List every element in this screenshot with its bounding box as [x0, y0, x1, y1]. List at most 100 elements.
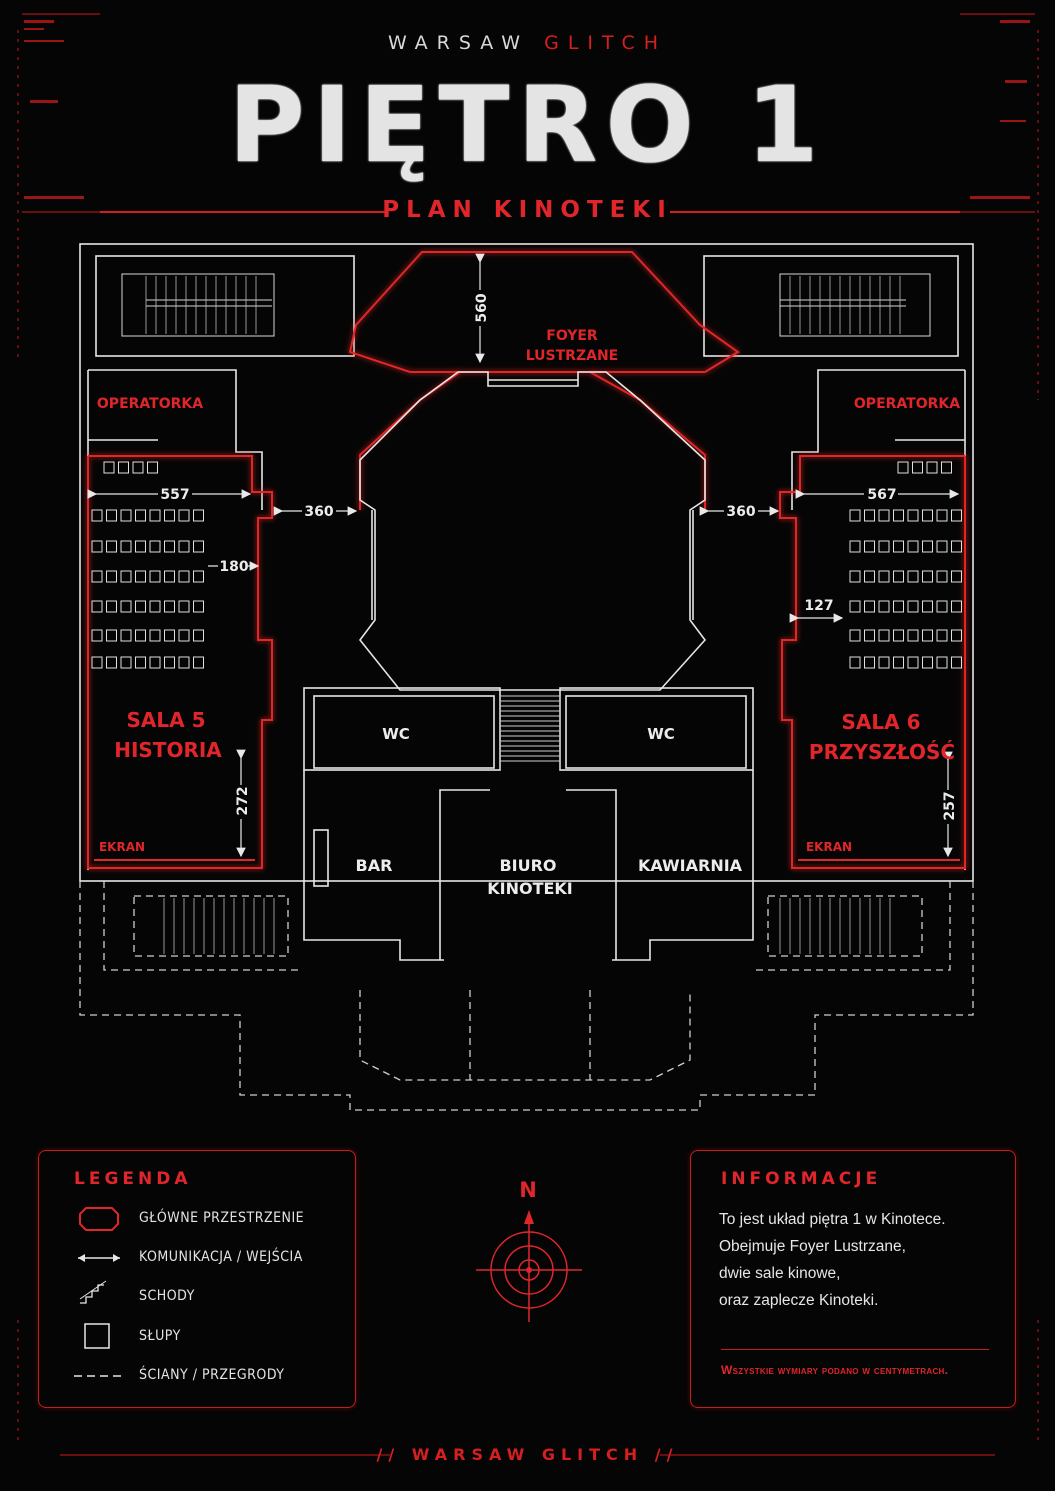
seat-right: [941, 461, 952, 474]
seat-right: [849, 656, 861, 669]
seat-right: [864, 656, 875, 669]
seat-rows: [91, 461, 962, 669]
info-divider: [721, 1349, 989, 1350]
seat-left: [91, 540, 103, 553]
seat-right: [907, 540, 919, 553]
seat-right: [864, 600, 875, 613]
label-kawiarnia: KAWIARNIA: [638, 856, 743, 875]
seat-left: [120, 656, 132, 669]
info-panel: INFORMACJE To jest układ piętra 1 w Kino…: [690, 1150, 1016, 1408]
dashed-line-icon: [74, 1375, 122, 1377]
seat-right: [922, 509, 933, 522]
stairs-icon: [79, 1280, 107, 1304]
seat-left: [178, 600, 190, 613]
label-ekran-right: EKRAN: [806, 840, 852, 854]
seat-left: [178, 656, 190, 669]
seat-left: [193, 656, 204, 669]
seat-left: [91, 570, 103, 583]
seat-right: [951, 600, 962, 613]
seat-right: [912, 461, 923, 474]
brand-warsaw: WARSAW: [387, 32, 530, 54]
seat-left: [120, 570, 132, 583]
seat-left: [149, 629, 161, 642]
seat-right: [922, 600, 933, 613]
compass-north-label: N: [519, 1178, 537, 1202]
seat-left: [193, 600, 204, 613]
label-biuro-2: KINOTEKI: [487, 879, 573, 898]
label-ekran-left: EKRAN: [99, 840, 145, 854]
dim-left-corridor: 360: [304, 504, 333, 520]
seat-right: [936, 629, 948, 642]
info-line: dwie sale kinowe,: [719, 1265, 841, 1282]
seat-right: [849, 600, 861, 613]
seat-left: [120, 600, 132, 613]
label-sala6-1: SALA 6: [842, 710, 921, 734]
compass: N: [476, 1178, 586, 1328]
label-wc-left: WC: [382, 725, 410, 743]
seat-right: [893, 570, 904, 583]
seat-left: [178, 570, 190, 583]
seat-right: [936, 509, 948, 522]
seat-left: [135, 570, 146, 583]
seat-right: [922, 570, 933, 583]
seat-left: [103, 461, 115, 474]
seat-left: [164, 570, 175, 583]
seat-left: [193, 570, 204, 583]
dim-left-passage: 180: [219, 559, 248, 575]
seat-right: [878, 540, 890, 553]
seat-right: [878, 570, 890, 583]
seat-left: [178, 540, 190, 553]
seat-left: [164, 509, 175, 522]
lower-rooms: [303, 687, 754, 961]
octagon-icon: [79, 1207, 119, 1231]
seat-right: [951, 629, 962, 642]
seat-right: [907, 509, 919, 522]
seat-left: [91, 600, 103, 613]
seat-left: [178, 629, 190, 642]
seat-left: [135, 629, 146, 642]
stairs-top-treads: [145, 276, 901, 334]
seat-right: [926, 461, 938, 474]
seat-left: [91, 509, 103, 522]
label-biuro-1: BIURO: [499, 856, 556, 875]
legend-panel: LEGENDA GŁÓWNE PRZESTRZENIE KOMUNIKACJA …: [38, 1150, 356, 1408]
foyer-outline: [348, 251, 740, 510]
seat-right: [864, 509, 875, 522]
seat-right: [922, 656, 933, 669]
dim-foyer: 560: [474, 293, 490, 322]
seat-left: [164, 540, 175, 553]
seat-right: [893, 656, 904, 669]
seat-left: [106, 656, 117, 669]
seat-left: [149, 570, 161, 583]
brand-header: WARSAW GLITCH: [0, 32, 1055, 54]
brand-glitch: GLITCH: [544, 32, 668, 54]
seat-left: [164, 629, 175, 642]
info-line: Obejmuje Foyer Lustrzane,: [719, 1238, 906, 1255]
seat-left: [120, 509, 132, 522]
compass-rose-icon: [476, 1210, 582, 1322]
seat-right: [893, 540, 904, 553]
label-operatorka-left: OPERATORKA: [97, 396, 203, 412]
label-sala5-2: HISTORIA: [114, 738, 222, 762]
seat-right: [951, 540, 962, 553]
outer-walls: [79, 243, 974, 882]
seat-right: [951, 509, 962, 522]
dim-left-screen: 272: [235, 786, 251, 815]
center-stairs: [499, 695, 561, 770]
page-subtitle: PLAN KINOTEKI: [382, 197, 673, 223]
legend-label: GŁÓWNE PRZESTRZENIE: [139, 1210, 305, 1226]
info-line: To jest układ piętra 1 w Kinotece.: [719, 1211, 946, 1228]
seat-right: [951, 570, 962, 583]
seat-left: [135, 656, 146, 669]
seat-right: [893, 509, 904, 522]
seat-left: [106, 509, 117, 522]
seat-left: [149, 600, 161, 613]
dim-right-screen: 257: [942, 791, 958, 820]
seat-left: [91, 656, 103, 669]
lower-stairs: [163, 898, 891, 954]
page-title: PIĘTRO 1: [228, 64, 827, 186]
label-bar: BAR: [356, 856, 393, 875]
seat-left: [120, 629, 132, 642]
seat-left: [106, 629, 117, 642]
